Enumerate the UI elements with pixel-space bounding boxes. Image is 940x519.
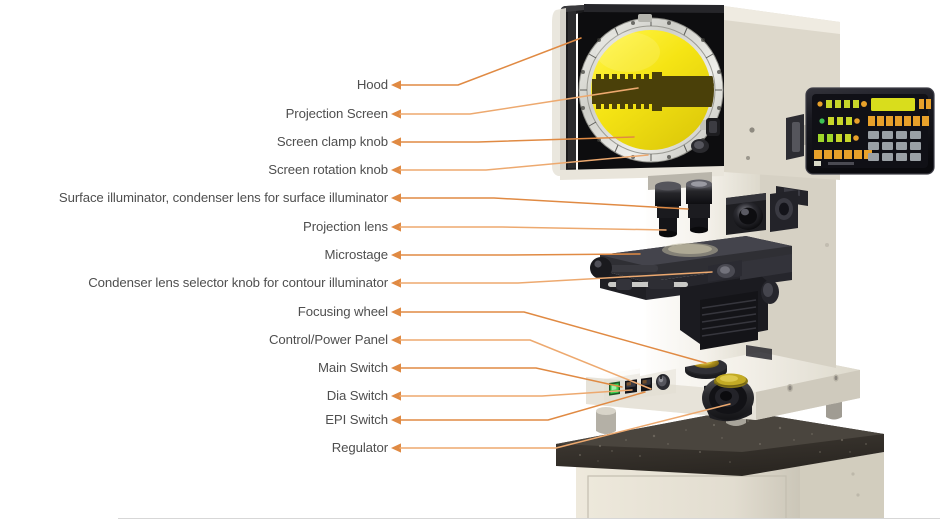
callout-label-focusing-wheel: Focusing wheel: [297, 304, 388, 319]
panel-regulator-knob: [656, 374, 670, 390]
dro-display-row-1: [817, 98, 931, 111]
callout-label-dia-switch: Dia Switch: [326, 388, 388, 403]
dia-switch: [625, 379, 637, 394]
stage-handle: [590, 257, 658, 279]
cabinet-base: [576, 452, 884, 519]
microstage: [590, 236, 792, 350]
digital-readout-panel: [786, 87, 935, 175]
callout-label-condenser-lens-knob: Condenser lens selector knob for contour…: [88, 275, 388, 290]
callout-label-epi-switch: EPI Switch: [325, 412, 388, 427]
surface-illuminator: [726, 190, 798, 235]
condenser-lens-selector-knob: [708, 260, 742, 282]
callout-label-screen-clamp-knob: Screen clamp knob: [276, 134, 388, 149]
dro-display-row-2: [819, 116, 929, 126]
screen-clamp-knob: [706, 118, 720, 136]
callout-label-main-switch: Main Switch: [318, 360, 388, 375]
epi-switch: [641, 377, 652, 392]
dro-display-row-3: [818, 134, 859, 142]
callout-label-control-power-panel: Control/Power Panel: [268, 332, 388, 347]
callout-label-projection-lens: Projection lens: [303, 219, 388, 234]
callout-label-regulator: Regulator: [331, 440, 388, 455]
stage-y-knob: [761, 280, 779, 304]
callout-label-projection-screen: Projection Screen: [285, 106, 388, 121]
callout-label-hood: Hood: [356, 77, 388, 92]
head-housing: [552, 4, 840, 180]
callout-label-microstage: Microstage: [324, 247, 389, 262]
dro-keypad: [868, 131, 921, 161]
main-switch: [609, 381, 620, 396]
callout-label-screen-rotation-knob: Screen rotation knob: [268, 162, 388, 177]
screen-rotation-knob: [691, 139, 709, 153]
callout-label-surface-illuminator: Surface illuminator, condenser lens for …: [58, 190, 388, 205]
projection-screen: [578, 14, 724, 163]
